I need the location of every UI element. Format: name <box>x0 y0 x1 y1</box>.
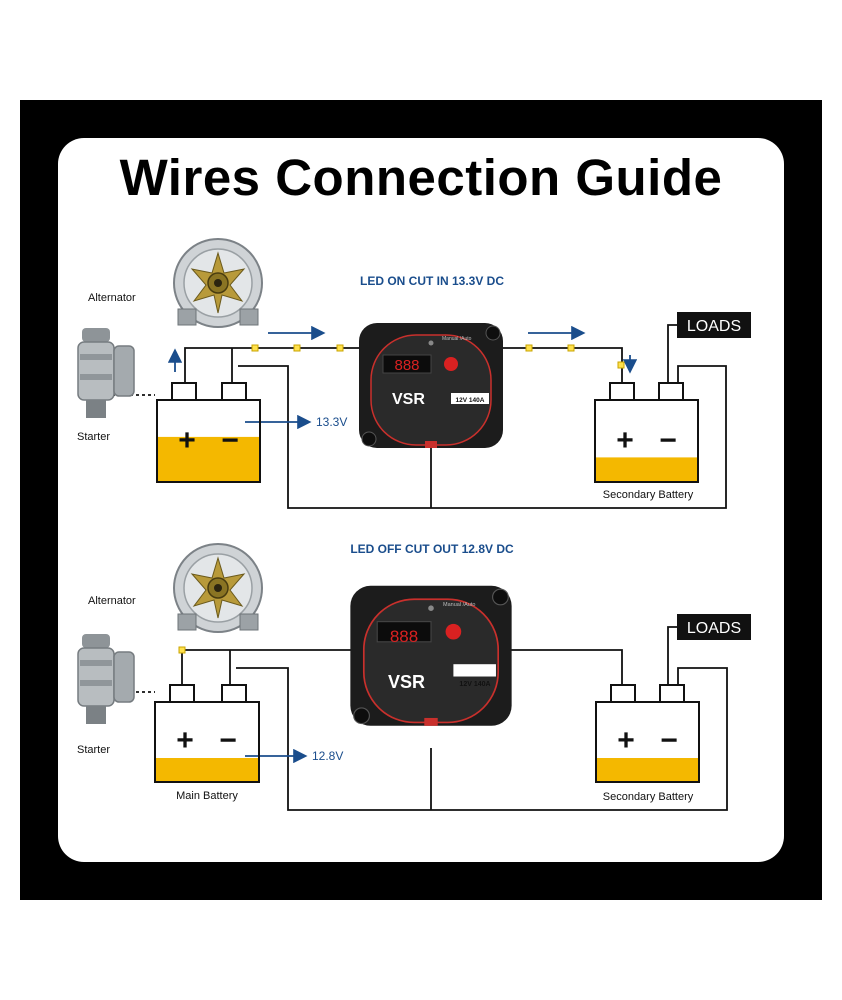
bottom-alternator-label: Alternator <box>88 595 136 607</box>
bottom-secondary-battery: + − <box>595 684 700 783</box>
top-panel: LED ON CUT IN 13.3V DC <box>77 238 751 509</box>
top-vsr-device <box>358 322 504 449</box>
bottom-panel: LED OFF CUT OUT 12.8V DC Alternator Star… <box>77 542 751 811</box>
bottom-voltage-label: 12.8V <box>312 749 343 763</box>
bottom-main-battery-label: Main Battery <box>176 790 238 802</box>
top-secondary-battery-plus: + <box>616 424 634 457</box>
top-starter-label: Starter <box>77 431 110 443</box>
bottom-secondary-battery-plus: + <box>617 724 635 757</box>
bottom-caption: LED OFF CUT OUT 12.8V DC <box>350 542 514 556</box>
top-flow-arrows <box>167 325 638 430</box>
bottom-vsr-mode: Manual /Auto <box>443 602 475 608</box>
bottom-starter-icon <box>77 633 135 725</box>
bottom-main-battery-plus: + <box>176 724 194 757</box>
top-starter-icon <box>77 327 135 419</box>
white-card <box>58 138 784 862</box>
top-secondary-battery-minus: − <box>659 424 677 457</box>
top-alternator-icon <box>173 238 263 328</box>
bottom-vsr-rating: 12V 140A <box>459 681 490 688</box>
top-vsr-display: 888 <box>394 357 419 374</box>
top-caption: LED ON CUT IN 13.3V DC <box>360 274 504 288</box>
top-loads-label: LOADS <box>687 318 741 335</box>
top-voltage-label: 13.3V <box>316 415 347 429</box>
bottom-starter-label: Starter <box>77 744 110 756</box>
bottom-main-battery-minus: − <box>219 724 237 757</box>
top-main-battery-plus: + <box>178 424 196 457</box>
top-main-battery: + − <box>156 382 261 483</box>
top-wire-nodes <box>251 344 625 369</box>
bottom-secondary-battery-minus: − <box>660 724 678 757</box>
bottom-loads-label: LOADS <box>687 620 741 637</box>
top-alternator-label: Alternator <box>88 292 136 304</box>
page-title: Wires Connection Guide <box>119 149 723 206</box>
bottom-alternator-icon <box>173 543 263 633</box>
bottom-loads-box: LOADS <box>677 614 751 640</box>
bottom-main-battery: + − <box>154 684 260 783</box>
top-vsr-mode: Manual /Auto <box>442 336 472 342</box>
bottom-vsr-device <box>349 584 513 727</box>
top-loads-box: LOADS <box>677 312 751 338</box>
bottom-secondary-battery-label: Secondary Battery <box>603 791 694 803</box>
bottom-vsr-brand: VSR <box>388 672 425 692</box>
bottom-vsr-display: 888 <box>390 627 418 646</box>
top-secondary-battery-label: Secondary Battery <box>603 489 694 501</box>
bottom-wire-nodes <box>178 646 186 654</box>
top-vsr-rating: 12V 140A <box>456 397 485 404</box>
top-main-battery-minus: − <box>221 424 239 457</box>
top-vsr-brand: VSR <box>392 391 425 408</box>
top-secondary-battery: + − <box>594 382 699 483</box>
